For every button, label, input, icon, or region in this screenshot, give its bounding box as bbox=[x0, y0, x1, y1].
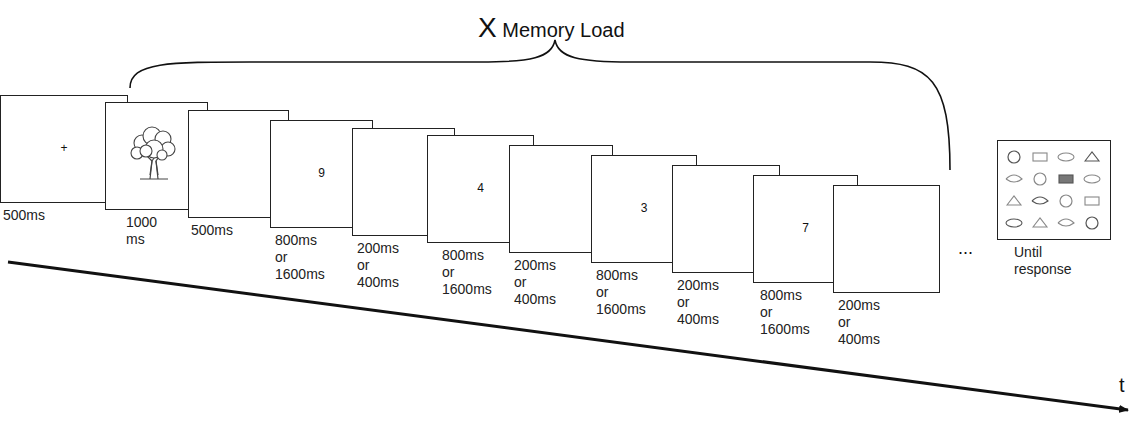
grid-icon bbox=[1058, 153, 1074, 161]
stimulus-text: + bbox=[1, 141, 127, 155]
duration-label: 800ms or 1600ms bbox=[760, 287, 812, 338]
tree-leaf bbox=[157, 150, 167, 160]
duration-label: 800ms or 1600ms bbox=[275, 232, 327, 283]
duration-label: 800ms or 1600ms bbox=[596, 267, 648, 318]
response-grid bbox=[998, 141, 1112, 241]
grid-icon bbox=[1032, 197, 1048, 204]
grid-icon bbox=[1033, 153, 1047, 161]
grid-icon bbox=[1085, 197, 1099, 205]
duration-label: Until response bbox=[1014, 244, 1084, 278]
duration-label: 1000 ms bbox=[126, 214, 166, 248]
duration-label: 800ms or 1600ms bbox=[442, 247, 494, 298]
time-axis bbox=[8, 262, 1128, 410]
grid-icon bbox=[1034, 173, 1046, 185]
stimulus-text: 9 bbox=[271, 166, 372, 180]
grid-icon bbox=[1007, 196, 1021, 205]
duration-label: 200ms or 400ms bbox=[677, 277, 729, 328]
memory-load-label: X Memory Load bbox=[478, 12, 625, 44]
grid-icon bbox=[1060, 195, 1072, 207]
ground-line bbox=[140, 179, 168, 180]
grid-icon bbox=[1085, 152, 1099, 161]
duration-label: 500ms bbox=[3, 207, 55, 224]
stimulus-text: 3 bbox=[592, 201, 696, 215]
ellipsis: ... bbox=[958, 238, 973, 259]
grid-icon bbox=[1084, 175, 1100, 183]
grid-icon bbox=[1059, 175, 1073, 183]
duration-label: 200ms or 400ms bbox=[514, 257, 566, 308]
grid-icon bbox=[1086, 217, 1098, 229]
grid-icon bbox=[1033, 218, 1047, 227]
stimulus-screen: 200ms or 400ms bbox=[833, 185, 940, 293]
response-screen: Until response bbox=[997, 140, 1111, 240]
duration-label: 500ms bbox=[191, 222, 243, 239]
duration-label: 200ms or 400ms bbox=[357, 240, 409, 291]
grid-icon bbox=[1006, 175, 1022, 182]
duration-label: 200ms or 400ms bbox=[838, 297, 890, 348]
grid-icon bbox=[1008, 151, 1020, 163]
grid-icon bbox=[1006, 219, 1022, 227]
tree-leaf bbox=[140, 145, 152, 157]
grid-icon bbox=[1058, 219, 1074, 226]
tree-trunk bbox=[150, 161, 158, 179]
axis-label: t bbox=[1119, 374, 1125, 397]
stimulus-text: 4 bbox=[428, 181, 533, 195]
stimulus-text: 7 bbox=[754, 221, 857, 235]
